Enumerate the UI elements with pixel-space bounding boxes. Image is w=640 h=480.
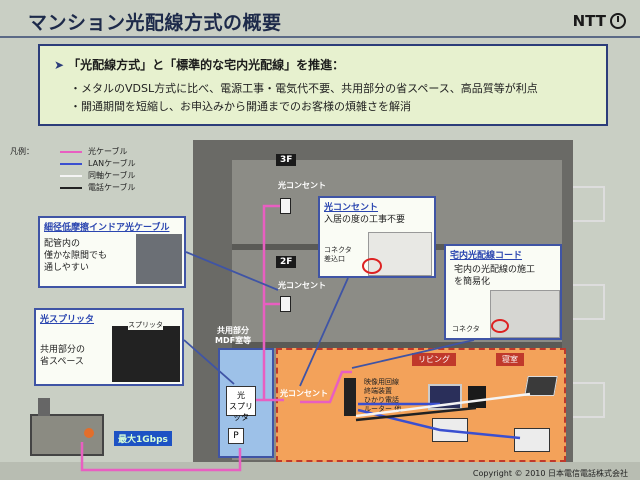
callout-cord: 宅内光配線コード 宅内の光配線の施工 を簡易化 コネクタ bbox=[444, 244, 562, 340]
highlight-ring bbox=[491, 319, 509, 333]
mdf-label: 共用部分 MDF室等 bbox=[215, 326, 251, 346]
logo-text: NTT bbox=[572, 12, 606, 30]
legend-item-coax: 同軸ケーブル bbox=[60, 170, 136, 181]
ground bbox=[0, 462, 640, 480]
callout-splitter: 光スプリッタ 共用部分の 省スペース スプリッタ bbox=[34, 308, 184, 386]
pointer-cable bbox=[185, 251, 279, 291]
outlet-photo-label: コネクタ 差込口 bbox=[324, 246, 352, 264]
outlet-2f bbox=[280, 296, 291, 312]
pointer-splitter bbox=[183, 339, 235, 385]
callout-body: 配管内の 僅かな隙間でも 通しやすい bbox=[44, 238, 107, 274]
legend-item-lan: LANケーブル bbox=[60, 158, 136, 169]
summary-banner: ➤「光配線方式」と「標準的な宅内光配線」を推進： ・メタルのVDSL方式に比べ、… bbox=[38, 44, 608, 126]
splitter-photo bbox=[112, 326, 180, 382]
outlet-photo-label-line: コネクタ bbox=[324, 246, 352, 254]
ntt-logo: NTT bbox=[573, 12, 626, 30]
onu-label-line: 映像用回線 bbox=[364, 378, 399, 386]
callout-body-line: 共用部分の bbox=[40, 345, 86, 355]
balcony bbox=[573, 284, 605, 320]
outlet-3f bbox=[280, 198, 291, 214]
optical-feed-line bbox=[80, 442, 242, 472]
p-box: P bbox=[228, 428, 244, 444]
cord-photo bbox=[490, 290, 560, 338]
cabinet-lamp bbox=[84, 428, 94, 438]
copyright: Copyright © 2010 日本電信電話株式会社 bbox=[472, 469, 628, 478]
outlet-label-3f: 光コンセント bbox=[278, 181, 326, 190]
legend-item-optical: 光ケーブル bbox=[60, 146, 128, 157]
highlight-ring bbox=[362, 258, 382, 274]
balcony bbox=[573, 186, 605, 222]
splitter-box-label: スプリッタ bbox=[229, 402, 253, 422]
room-tab-bedroom: 寝室 bbox=[496, 353, 524, 366]
wall-outlet-bedroom bbox=[514, 428, 550, 452]
splitter-photo-label: スプリッタ bbox=[128, 320, 163, 330]
onu-device bbox=[344, 378, 356, 416]
pointer-outlet bbox=[299, 277, 349, 387]
legend-label: 電話ケーブル bbox=[88, 183, 136, 192]
floor-slab bbox=[232, 342, 562, 348]
power-icon bbox=[610, 13, 626, 29]
callout-title: 光コンセント bbox=[324, 203, 379, 213]
outlet-photo bbox=[368, 232, 432, 276]
callout-body-line: 配管内の bbox=[44, 239, 81, 249]
cabinet-antenna bbox=[38, 398, 50, 416]
pointer-cord bbox=[351, 339, 475, 369]
legend-swatch bbox=[60, 186, 82, 189]
callout-body: 宅内の光配線の施工 を簡易化 bbox=[454, 264, 535, 288]
callout-body: 入居の度の工事不要 bbox=[324, 215, 406, 225]
callout-body-line: 僅かな隙間でも bbox=[44, 251, 108, 261]
splitter-box-label: 光 bbox=[237, 391, 245, 400]
outlet-photo-label-line: 差込口 bbox=[324, 255, 345, 263]
coax-line bbox=[355, 392, 531, 418]
banner-headline-text: 「光配線方式」と「標準的な宅内光配線」を推進： bbox=[68, 58, 345, 72]
cable-photo bbox=[136, 234, 182, 284]
legend-label: LANケーブル bbox=[88, 159, 136, 168]
cord-photo-label: コネクタ bbox=[452, 325, 480, 333]
phone-line bbox=[355, 406, 477, 422]
triangle-icon: ➤ bbox=[54, 58, 65, 72]
callout-body: 共用部分の 省スペース bbox=[40, 344, 85, 368]
banner-bullet-2: ・開通期間を短縮し、お申込みから開通までのお客様の煩雑さを解消 bbox=[70, 100, 411, 113]
outlet-label-1f: 光コンセント bbox=[280, 389, 328, 398]
callout-body-line: 宅内の光配線の施工 bbox=[454, 265, 536, 275]
callout-body-line: 省スペース bbox=[40, 357, 84, 367]
optical-riser-3f bbox=[262, 204, 280, 400]
splitter-box: 光 スプリッタ bbox=[226, 386, 256, 422]
title-underline bbox=[0, 36, 640, 38]
legend-swatch bbox=[60, 162, 82, 165]
legend-title: 凡例： bbox=[10, 147, 34, 156]
legend-label: 同軸ケーブル bbox=[88, 171, 136, 180]
balcony bbox=[573, 382, 605, 418]
callout-indoor-cable: 細径低摩擦インドア光ケーブル 配管内の 僅かな隙間でも 通しやすい bbox=[38, 216, 186, 288]
banner-bullet-1: ・メタルのVDSL方式に比べ、電源工事・電気代不要、共用部分の省スペース、高品質… bbox=[70, 82, 538, 95]
room-tab-living: リビング bbox=[412, 353, 456, 366]
callout-body-line: を簡易化 bbox=[454, 277, 491, 287]
optical-cord-onu bbox=[300, 370, 352, 404]
page-title: マンション光配線方式の概要 bbox=[28, 12, 282, 34]
mdf-label-line: MDF室等 bbox=[215, 336, 252, 345]
legend-swatch bbox=[60, 174, 82, 177]
callout-outlet: 光コンセント 入居の度の工事不要 コネクタ 差込口 bbox=[318, 196, 436, 278]
callout-title: 光スプリッタ bbox=[40, 315, 95, 325]
lan-line-bedroom bbox=[357, 408, 521, 440]
banner-headline: ➤「光配線方式」と「標準的な宅内光配線」を推進： bbox=[54, 56, 344, 73]
legend-label: 光ケーブル bbox=[88, 147, 128, 156]
callout-body-line: 通しやすい bbox=[44, 263, 89, 273]
legend-item-phone: 電話ケーブル bbox=[60, 182, 136, 193]
floor-label-2f: 2F bbox=[276, 256, 297, 268]
mdf-label-line: 共用部分 bbox=[217, 326, 250, 335]
onu-label-line: ひかり電話 bbox=[364, 396, 399, 404]
onu-label-line: ルーター 他 bbox=[364, 405, 402, 413]
callout-title: 宅内光配線コード bbox=[450, 251, 523, 261]
callout-title: 細径低摩擦インドア光ケーブル bbox=[44, 223, 170, 233]
floor-label-3f: 3F bbox=[276, 154, 297, 166]
legend-swatch bbox=[60, 150, 82, 153]
onu-label: 映像用回線 終端装置 ひかり電話 ルーター 他 bbox=[364, 378, 401, 414]
outlet-label-2f: 光コンセント bbox=[278, 281, 326, 290]
speed-label: 最大1Gbps bbox=[114, 431, 172, 446]
onu-label-line: 終端装置 bbox=[364, 387, 392, 395]
